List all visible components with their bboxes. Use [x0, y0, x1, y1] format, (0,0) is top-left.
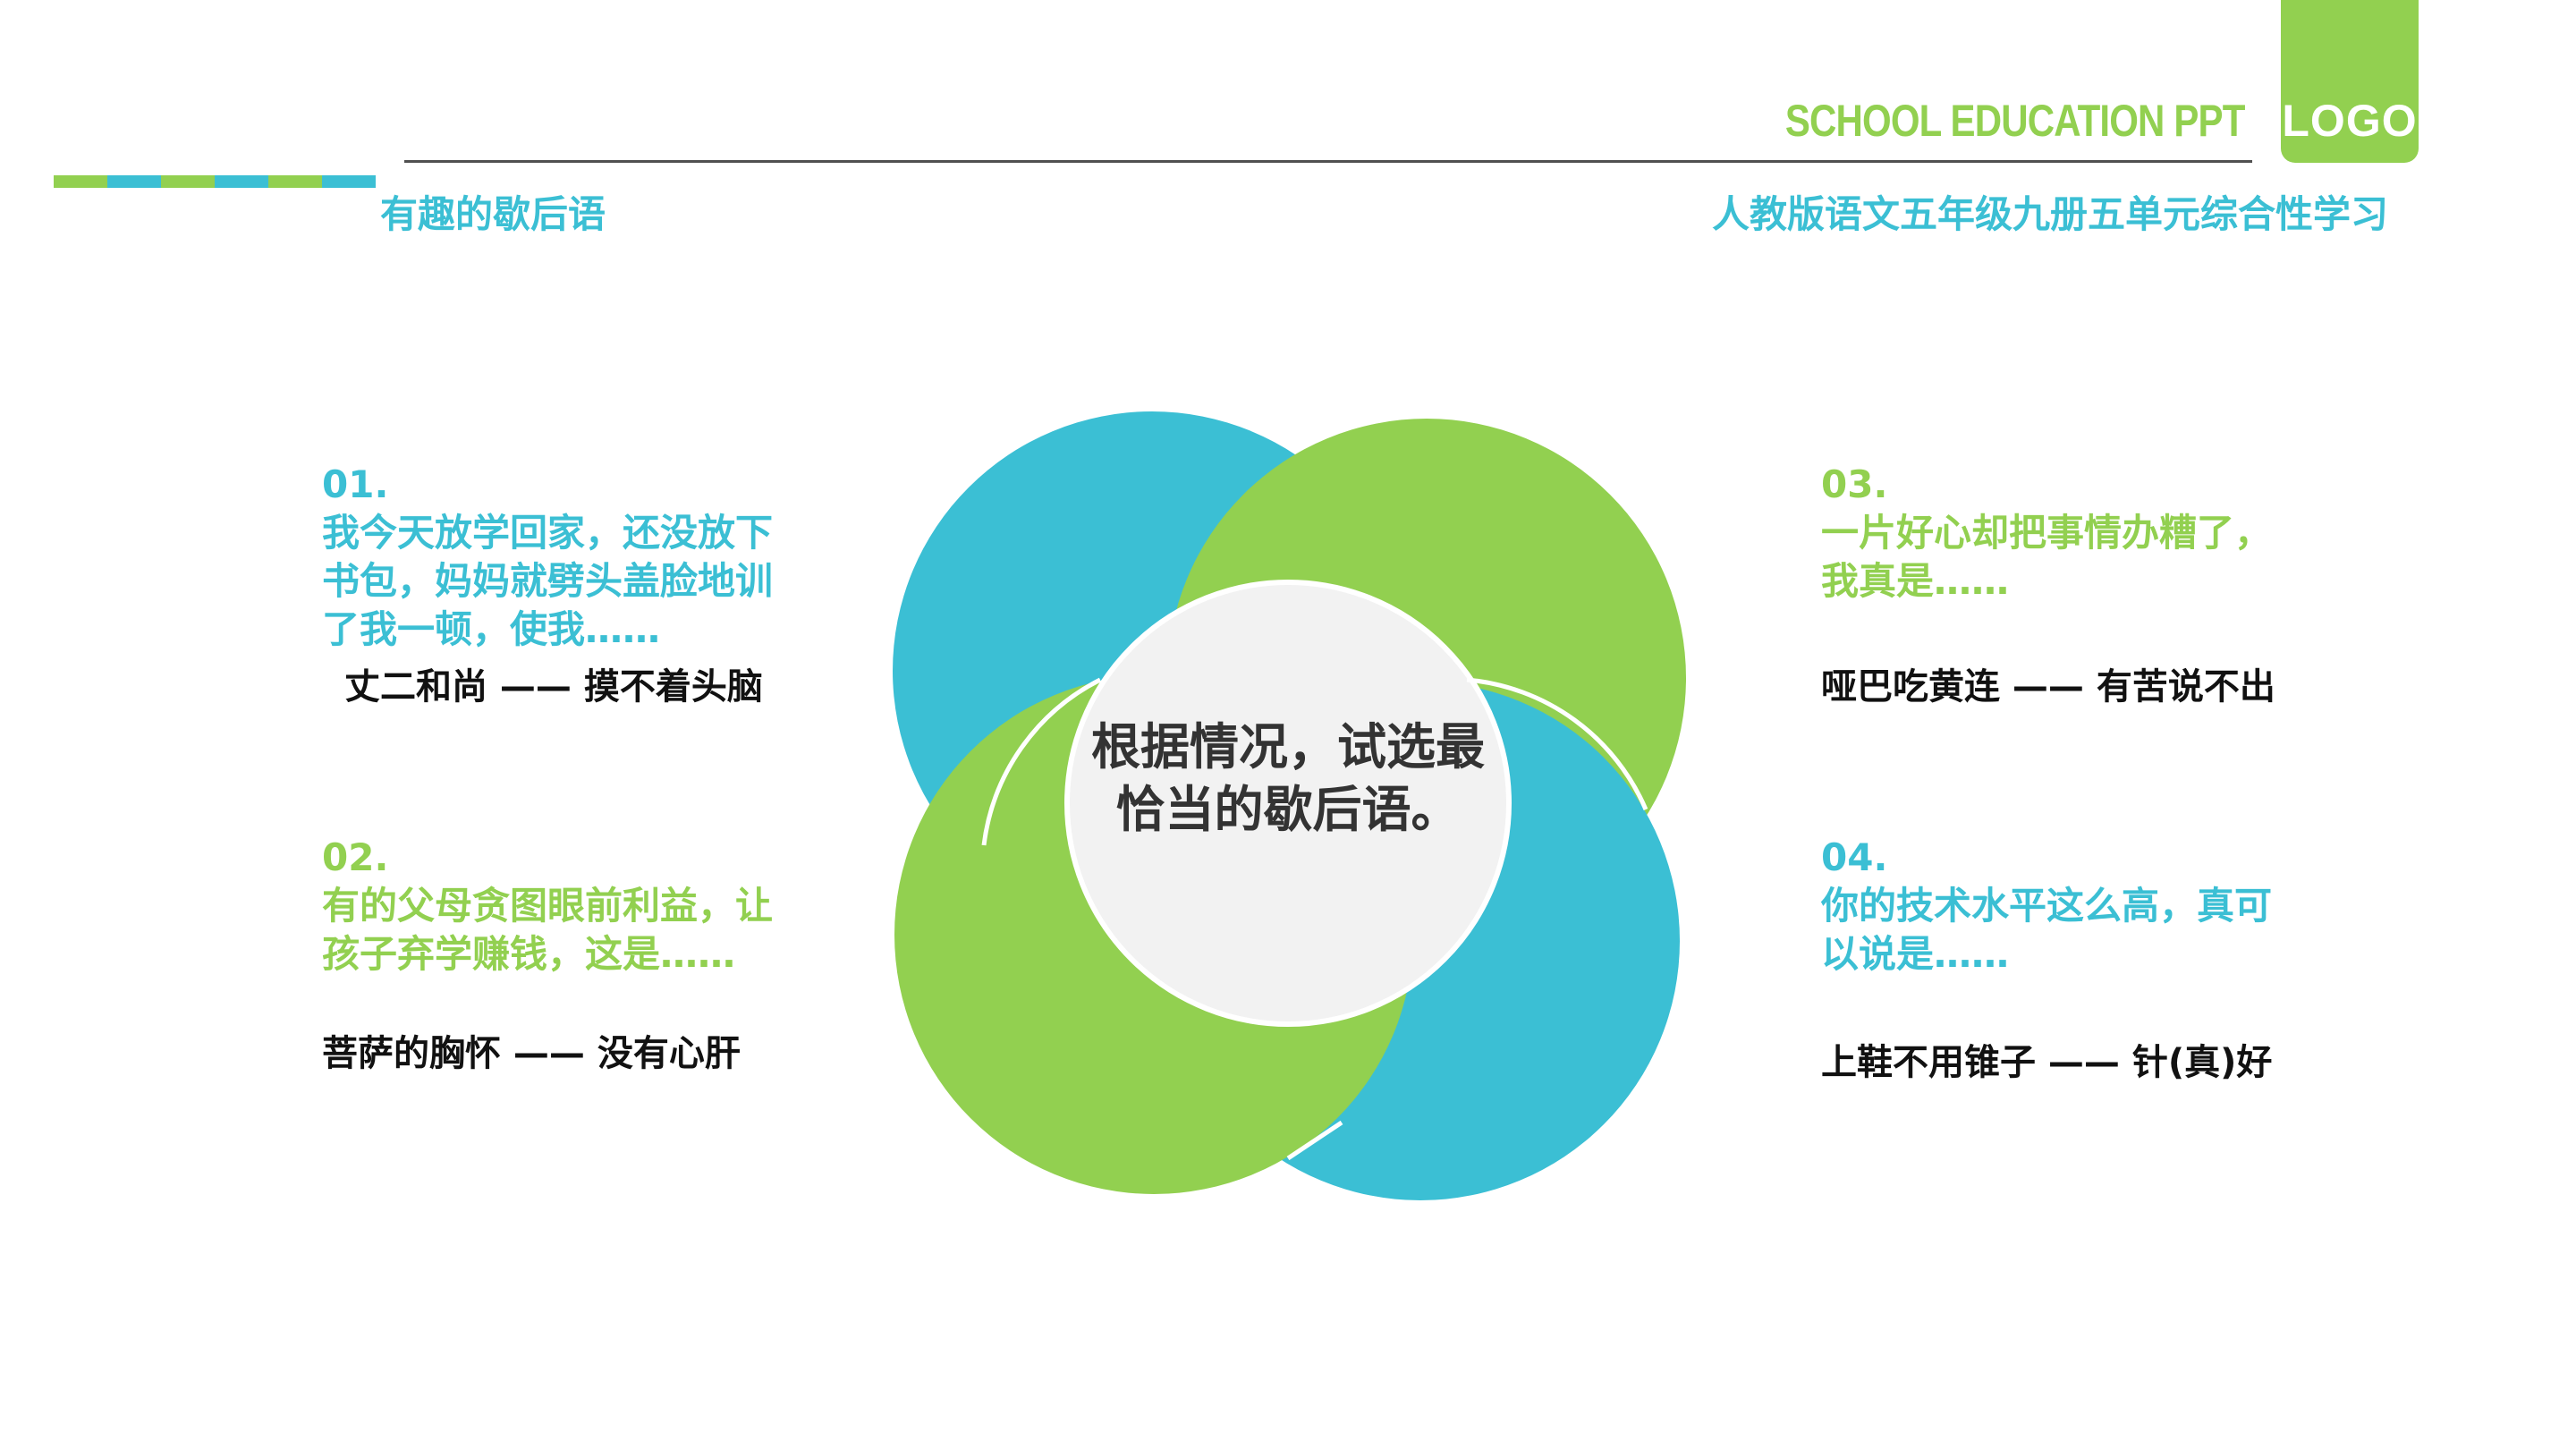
section-title: 有趣的歇后语	[380, 192, 606, 236]
logo-badge: LOGO	[2281, 0, 2419, 163]
petal-seam-bottom	[1286, 1120, 1343, 1161]
item-question: 我今天放学回家，还没放下 书包，妈妈就劈头盖脸地训 了我一顿，使我……	[322, 511, 774, 651]
item-number: 04.	[1821, 835, 1888, 879]
center-prompt: 根据情况，试选最 恰当的歇后语。	[1073, 716, 1503, 841]
petal-seam-left	[981, 677, 1102, 846]
center-prompt-line-2: 恰当的歇后语。	[1115, 781, 1461, 838]
brand-title: SCHOOL EDUCATION PPT	[1785, 96, 2246, 146]
item-question: 你的技术水平这么高，真可 以说是……	[1821, 884, 2273, 976]
logo-text: LOGO	[2282, 96, 2418, 146]
item-02-answer: 菩萨的胸怀 —— 没有心肝	[322, 1033, 741, 1074]
item-03-answer: 哑巴吃黄连 —— 有苦说不出	[1821, 666, 2275, 708]
petal-seam-right	[1466, 677, 1648, 810]
item-04: 04. 你的技术水平这么高，真可 以说是……	[1821, 834, 2272, 979]
item-04-answer: 上鞋不用锥子 —— 针(真)好	[1821, 1042, 2273, 1083]
item-01-answer: 丈二和尚 —— 摸不着头脑	[344, 666, 763, 708]
item-02: 02. 有的父母贪图眼前利益，让 孩子弃学赚钱，这是……	[322, 834, 773, 979]
item-01: 01. 我今天放学回家，还没放下 书包，妈妈就劈头盖脸地训 了我一顿，使我……	[322, 461, 773, 654]
item-number: 01.	[322, 462, 389, 506]
item-question: 有的父母贪图眼前利益，让 孩子弃学赚钱，这是……	[322, 884, 774, 976]
header-divider	[404, 160, 2252, 163]
item-question: 一片好心却把事情办糟了， 我真是……	[1821, 511, 2273, 603]
item-number: 03.	[1821, 462, 1888, 506]
item-number: 02.	[322, 835, 389, 879]
course-title: 人教版语文五年级九册五单元综合性学习	[1711, 192, 2388, 236]
center-circle	[1064, 580, 1512, 1027]
color-stripe	[54, 175, 376, 188]
item-03: 03. 一片好心却把事情办糟了， 我真是……	[1821, 461, 2272, 606]
center-prompt-line-1: 根据情况，试选最	[1090, 718, 1485, 775]
